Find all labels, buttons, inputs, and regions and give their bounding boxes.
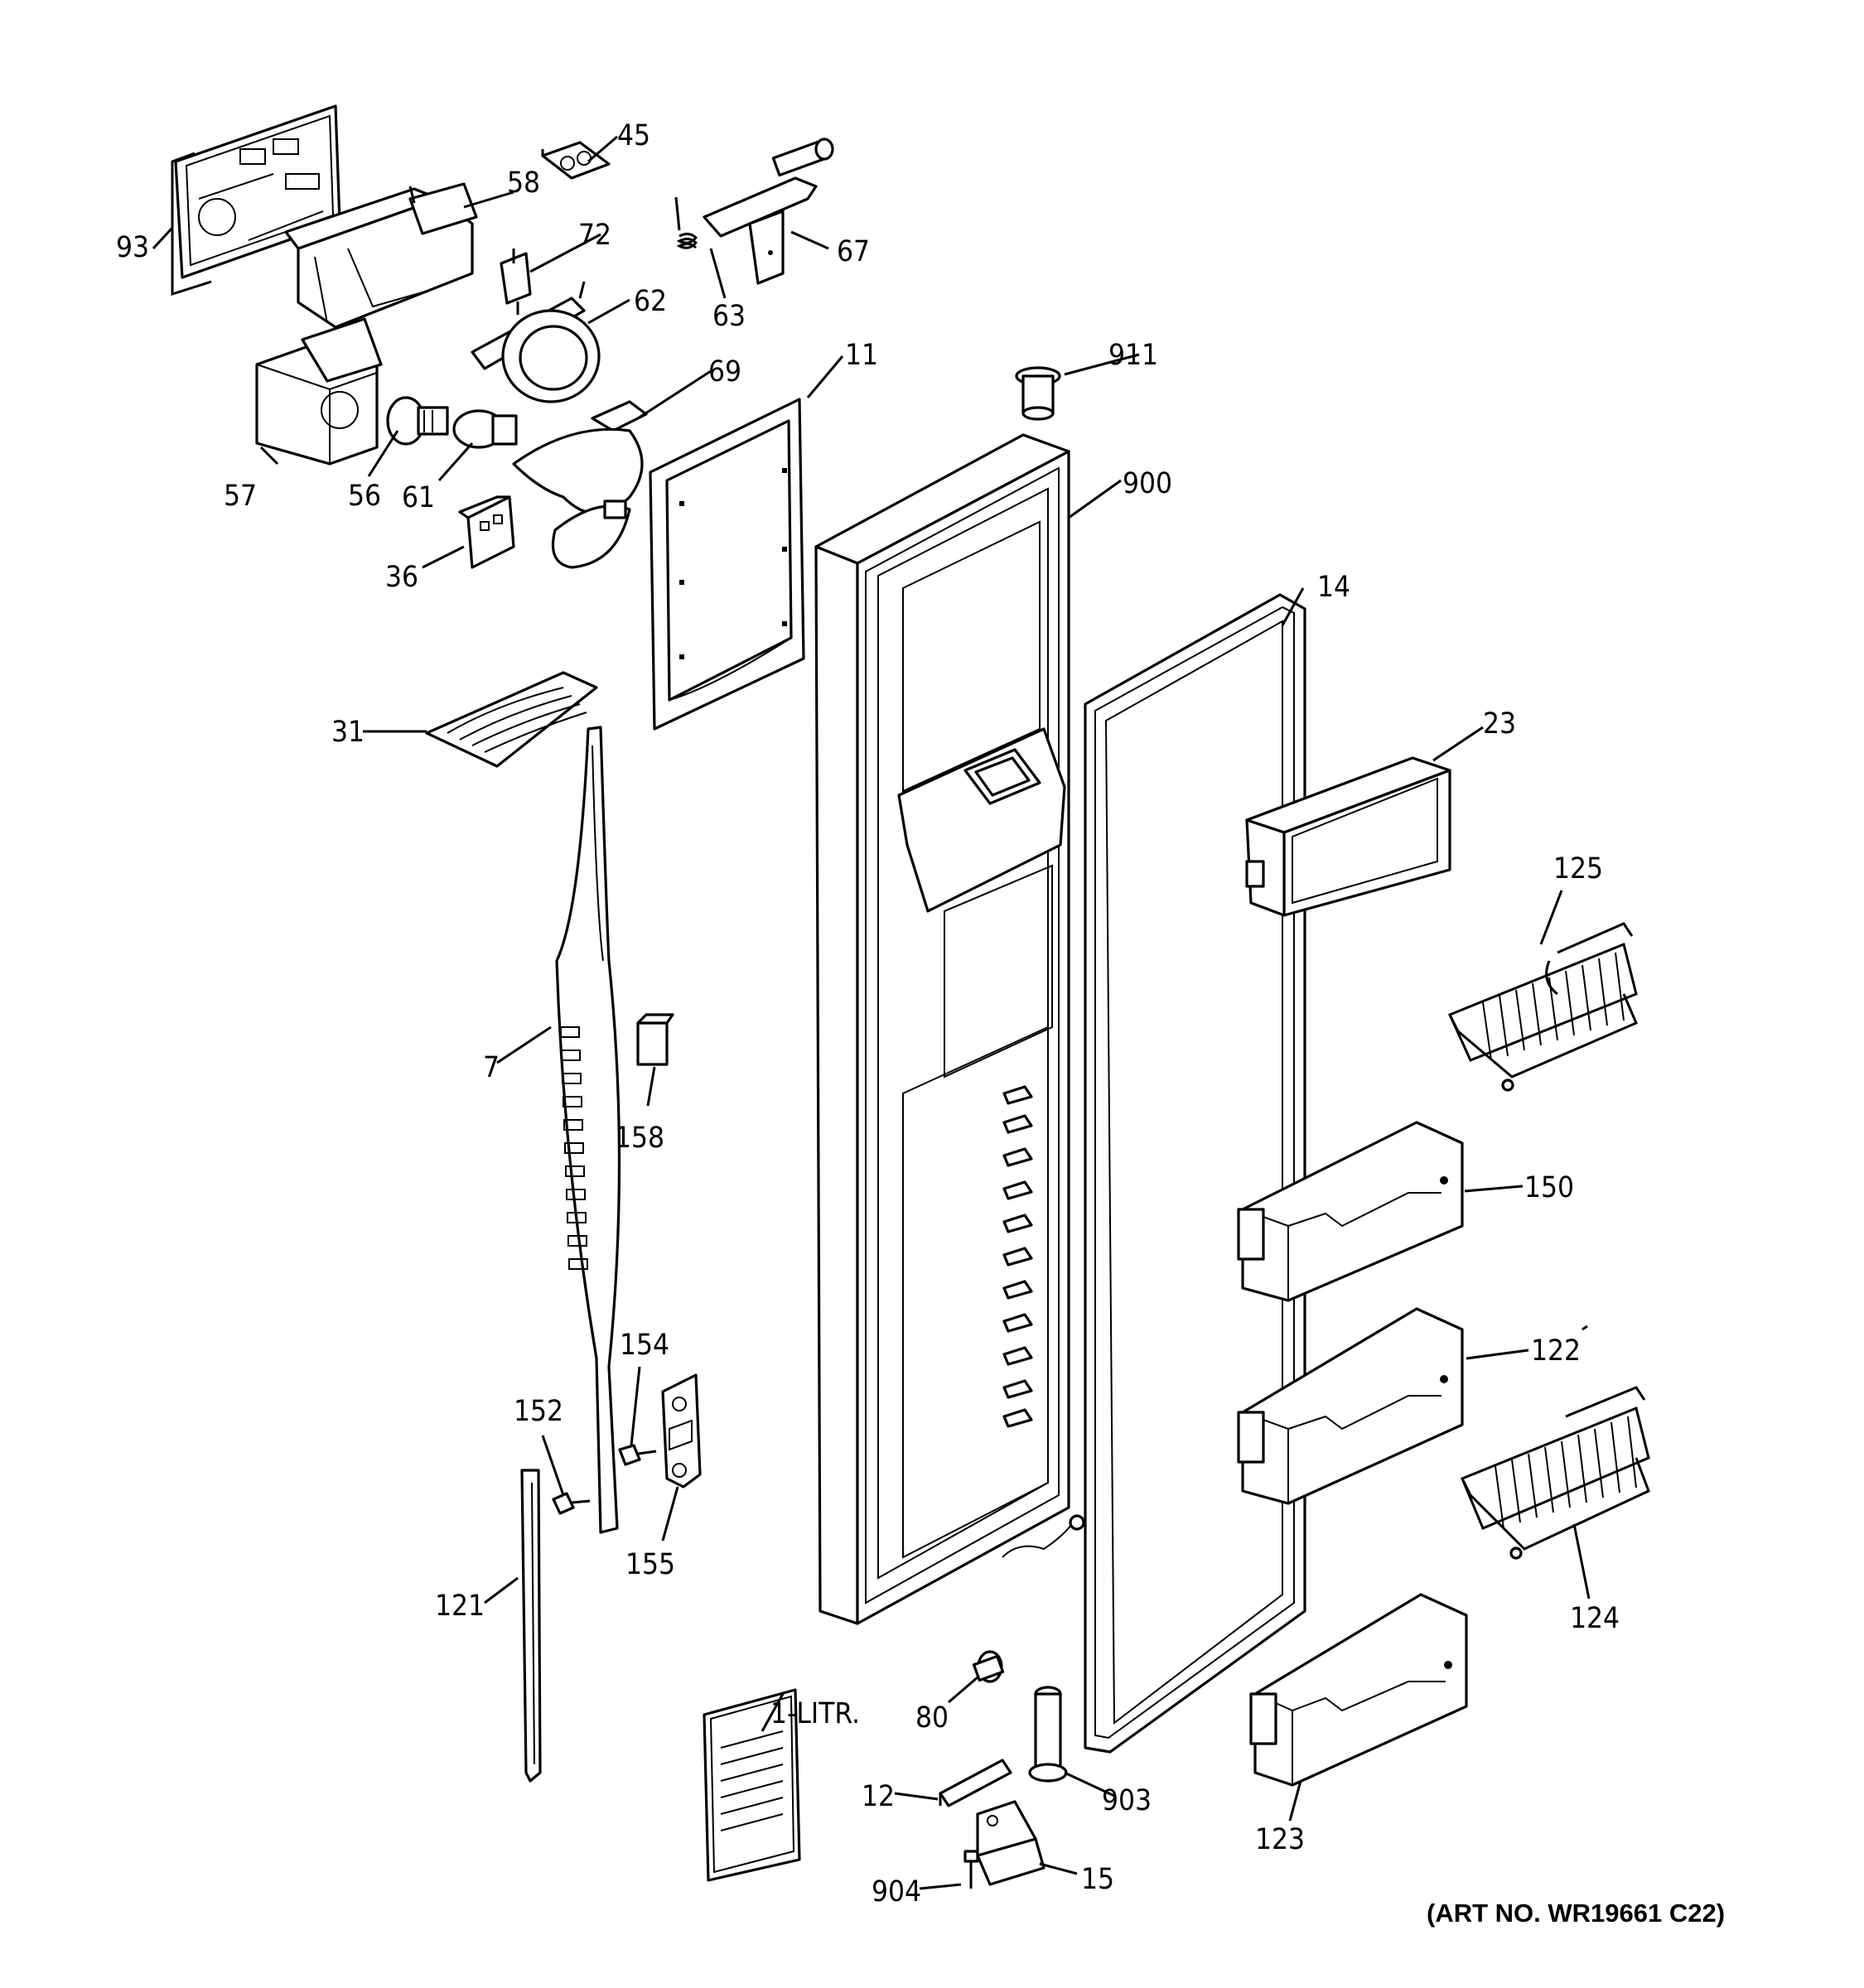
callout-11: 11 bbox=[845, 339, 878, 372]
part-67-actuator bbox=[703, 138, 834, 285]
callout-123: 123 bbox=[1255, 1823, 1305, 1856]
part-63-spring bbox=[674, 196, 698, 249]
part-14-door-gasket bbox=[1084, 593, 1306, 1754]
callout-63: 63 bbox=[712, 300, 746, 333]
part-150-door-bin bbox=[1237, 1121, 1464, 1302]
part-36-bracket bbox=[458, 495, 515, 569]
callout-23: 23 bbox=[1483, 707, 1516, 741]
callout-15: 15 bbox=[1081, 1863, 1114, 1896]
callout-152: 152 bbox=[514, 1395, 563, 1428]
part-121-trim-strip bbox=[520, 1469, 542, 1783]
callout-69: 69 bbox=[708, 355, 741, 388]
part-122-door-bin bbox=[1237, 1307, 1464, 1505]
callout-58: 58 bbox=[507, 166, 540, 200]
part-72-switch bbox=[500, 248, 532, 315]
part-900-freezer-door bbox=[814, 433, 1085, 1625]
callout-904: 904 bbox=[872, 1875, 921, 1908]
callout-125: 125 bbox=[1553, 852, 1603, 885]
part-904-screw bbox=[963, 1850, 979, 1889]
callout-57: 57 bbox=[224, 480, 257, 513]
callout-80: 80 bbox=[915, 1701, 949, 1735]
part-125-wire-basket bbox=[1447, 922, 1638, 1092]
callout-900: 900 bbox=[1123, 467, 1172, 500]
part-80-fitting bbox=[972, 1650, 1005, 1683]
callout-56: 56 bbox=[348, 480, 381, 513]
callout-72: 72 bbox=[578, 219, 611, 252]
callout-903: 903 bbox=[1102, 1784, 1152, 1817]
callout-1-litr: 1-LITR. bbox=[770, 1697, 860, 1730]
part-7-door-handle bbox=[555, 726, 621, 1534]
part-11-dispenser-frame bbox=[649, 398, 805, 731]
part-903-tube bbox=[1028, 1686, 1068, 1783]
part-154-hinge-bracket bbox=[661, 1373, 702, 1489]
part-23-door-bin bbox=[1245, 756, 1451, 917]
part-61-lamp-socket bbox=[452, 409, 518, 449]
part-31-vent-cover bbox=[425, 671, 598, 768]
part-57-auger-motor-box bbox=[255, 317, 383, 466]
callout-154: 154 bbox=[620, 1329, 669, 1362]
callout-67: 67 bbox=[837, 235, 870, 268]
part-58-dispenser-housing bbox=[284, 182, 478, 329]
callout-14: 14 bbox=[1317, 571, 1350, 604]
callout-31: 31 bbox=[331, 716, 365, 749]
callout-61: 61 bbox=[402, 481, 435, 514]
part-12-bracket bbox=[939, 1759, 1012, 1807]
leader-lines bbox=[152, 135, 1591, 1890]
part-15-hinge-block bbox=[976, 1800, 1045, 1886]
door-shelf-ribs bbox=[1002, 1085, 1033, 1428]
part-158-clip bbox=[636, 1013, 674, 1066]
part-1-litr-literature bbox=[703, 1688, 801, 1882]
part-45-bracket bbox=[541, 141, 611, 180]
art-number: (ART NO. WR19661 C22) bbox=[1427, 1899, 1725, 1928]
callout-150: 150 bbox=[1524, 1171, 1574, 1204]
callout-45: 45 bbox=[617, 119, 650, 152]
part-62-funnel-ring bbox=[471, 281, 601, 403]
part-911-bushing bbox=[1015, 366, 1061, 421]
callout-911: 911 bbox=[1108, 339, 1158, 372]
callout-labels: 93 58 45 72 67 63 62 69 11 911 57 56 61 … bbox=[116, 119, 1725, 1928]
callout-158: 158 bbox=[615, 1122, 664, 1155]
part-123-door-bin bbox=[1249, 1593, 1468, 1787]
callout-7: 7 bbox=[483, 1051, 500, 1084]
part-152-screw bbox=[552, 1492, 591, 1515]
part-124-wire-basket bbox=[1461, 1386, 1650, 1560]
callout-124: 124 bbox=[1570, 1602, 1620, 1635]
callout-155: 155 bbox=[625, 1548, 675, 1581]
part-69-ice-chute bbox=[512, 400, 648, 569]
callout-121: 121 bbox=[435, 1590, 485, 1623]
part-155-screw bbox=[618, 1444, 657, 1466]
callout-12: 12 bbox=[862, 1780, 895, 1813]
callout-93: 93 bbox=[116, 231, 149, 264]
callout-36: 36 bbox=[385, 561, 418, 594]
callout-122: 122 bbox=[1531, 1334, 1581, 1368]
callout-62: 62 bbox=[634, 285, 667, 318]
part-56-lamp bbox=[386, 396, 449, 446]
